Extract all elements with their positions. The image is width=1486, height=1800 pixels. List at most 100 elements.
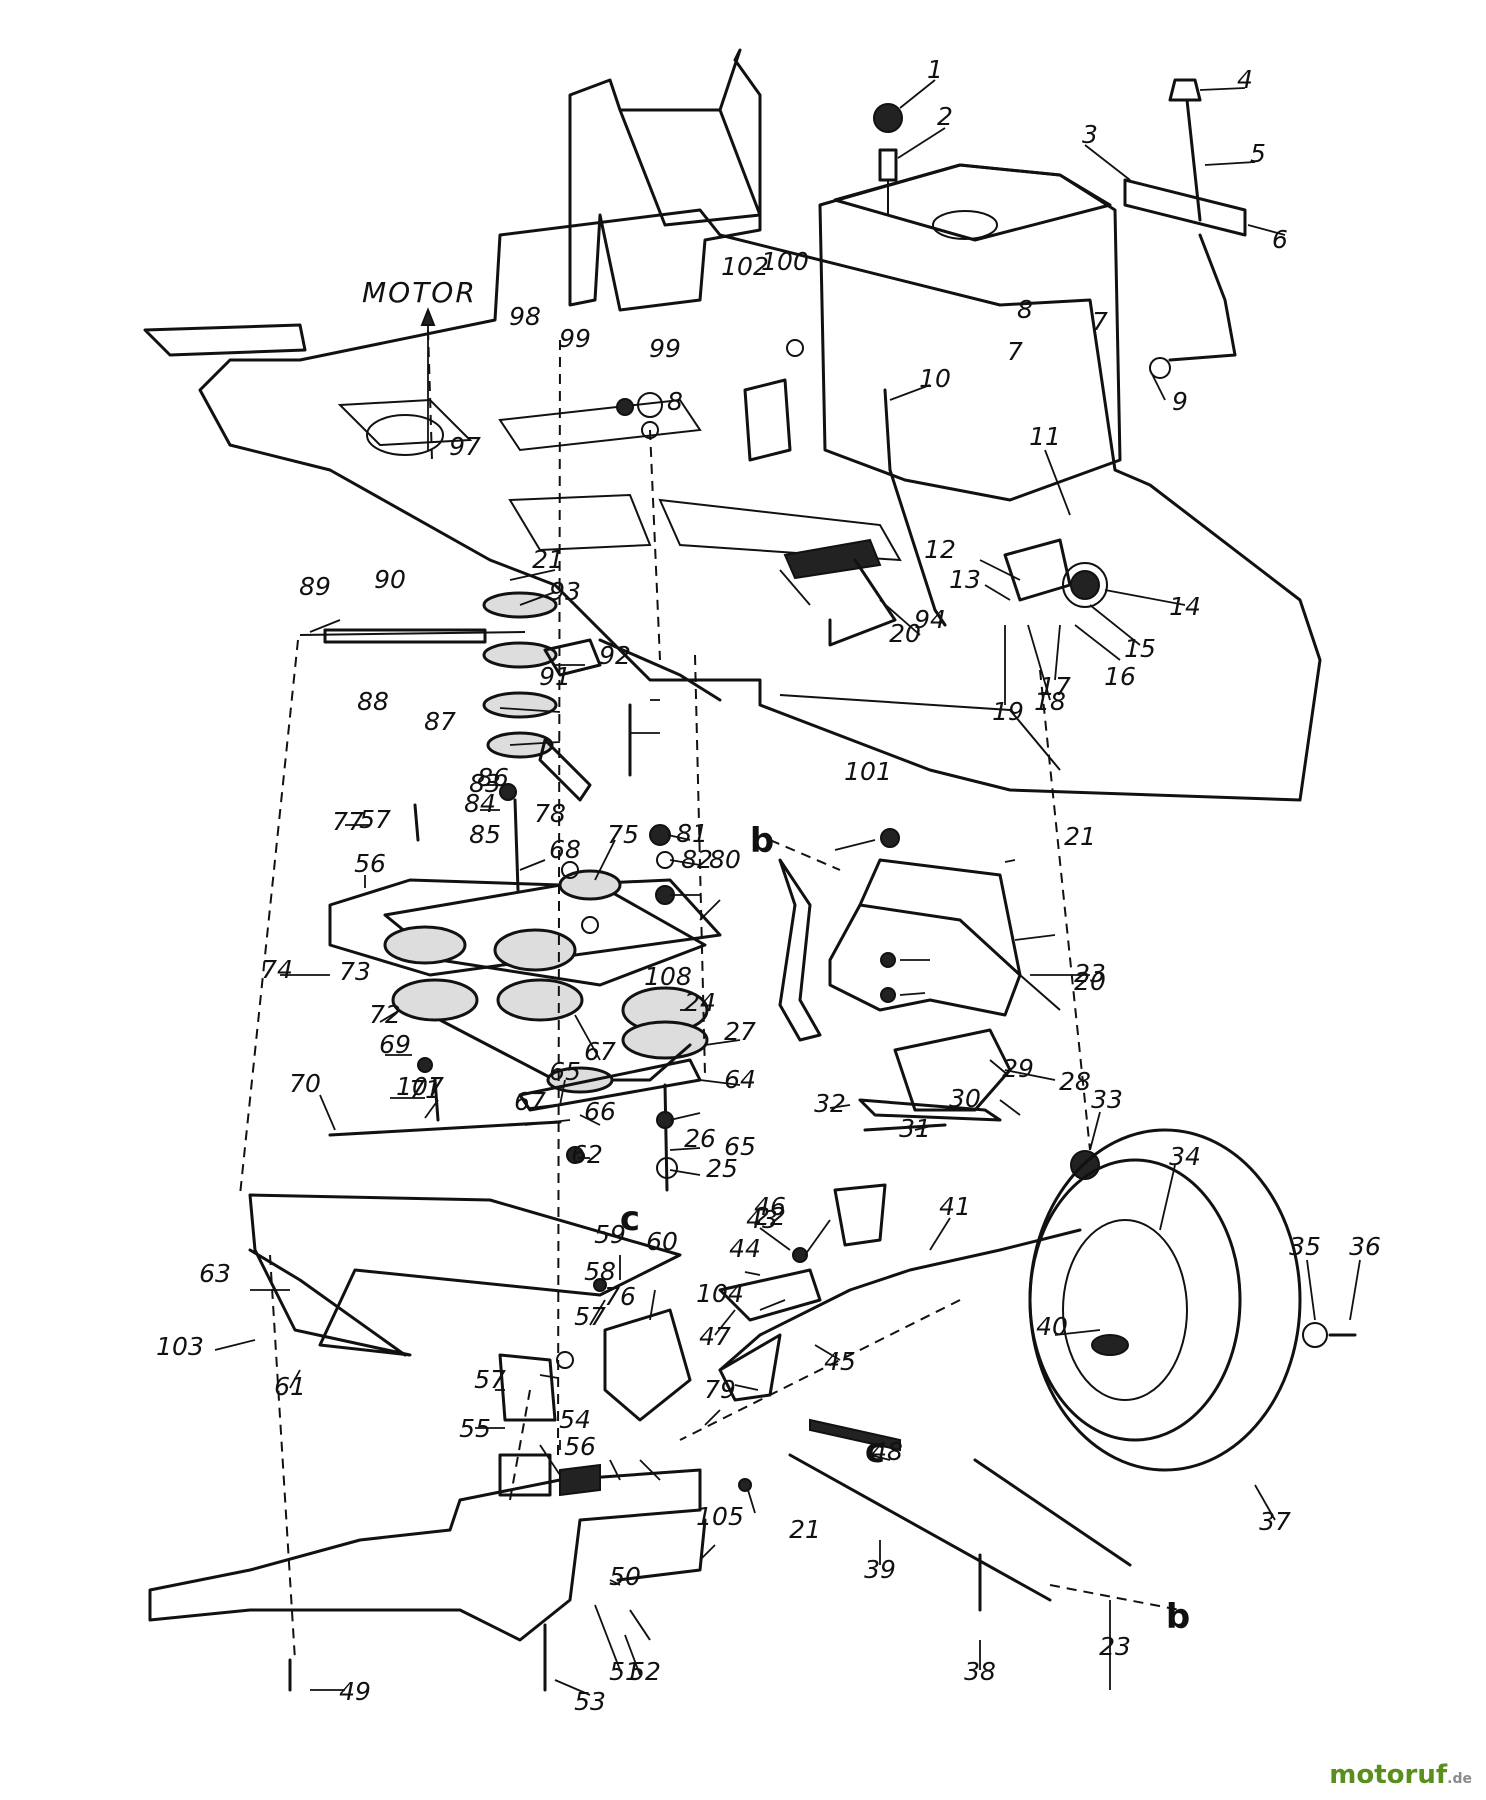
spindle-stack: [566, 1083, 678, 1192]
reference-marker-c: c: [865, 1431, 885, 1471]
motor-direction-arrow: MOTOR: [362, 276, 475, 450]
callout-46: 46: [754, 1192, 786, 1221]
callout-8: 8: [1017, 295, 1033, 324]
callout-103: 103: [156, 1332, 204, 1361]
callout-52: 52: [629, 1657, 661, 1686]
callout-104: 104: [696, 1279, 744, 1308]
callout-63: 63: [199, 1259, 231, 1288]
rod-68: [328, 1120, 562, 1137]
callout-45: 45: [824, 1347, 856, 1376]
chassis-frame: [143, 208, 1322, 802]
callout-59: 59: [594, 1220, 626, 1249]
callout-8: 8: [667, 387, 683, 416]
callout-48: 48: [871, 1437, 903, 1466]
callout-16: 16: [1104, 662, 1136, 691]
callout-39: 39: [864, 1555, 896, 1584]
callout-98: 98: [509, 302, 541, 331]
callout-35: 35: [1289, 1232, 1321, 1261]
callout-47: 47: [699, 1322, 731, 1351]
callout-7: 7: [1007, 337, 1023, 366]
fender-housing: [818, 163, 1122, 502]
reference-marker-c: c: [620, 1199, 640, 1239]
callout-60: 60: [646, 1227, 678, 1256]
callout-49: 49: [339, 1677, 371, 1706]
reference-marker-b: b: [1166, 1597, 1190, 1637]
callout-108: 108: [644, 962, 692, 991]
callout-1: 1: [927, 55, 943, 84]
callout-78: 78: [534, 799, 566, 828]
callout-97: 97: [449, 432, 481, 461]
callout-99: 99: [559, 324, 591, 353]
watermark: motoruf.de: [1329, 1760, 1472, 1790]
callout-65: 65: [549, 1057, 581, 1086]
seat-bracket: [568, 48, 762, 312]
callout-17: 17: [1039, 672, 1071, 701]
callout-26: 26: [684, 1124, 716, 1153]
brake-rod: [883, 388, 1108, 627]
callout-84: 84: [464, 789, 496, 818]
callout-21: 21: [1064, 822, 1096, 851]
callout-55: 55: [459, 1414, 491, 1443]
callout-67: 67: [584, 1037, 616, 1066]
callout-44: 44: [729, 1234, 761, 1263]
callout-10: 10: [919, 364, 951, 393]
callout-12: 12: [924, 535, 956, 564]
callout-53: 53: [574, 1687, 606, 1716]
callout-99: 99: [649, 334, 681, 363]
callout-50: 50: [609, 1562, 641, 1591]
callout-57: 57: [359, 805, 391, 834]
callout-41: 41: [939, 1192, 971, 1221]
callout-33: 33: [1091, 1085, 1123, 1114]
callout-15: 15: [1124, 634, 1156, 663]
callout-56: 56: [354, 849, 386, 878]
callout-81: 81: [676, 819, 708, 848]
callout-65: 65: [724, 1132, 756, 1161]
callout-66: 66: [584, 1097, 616, 1126]
callout-38: 38: [964, 1657, 996, 1686]
callout-72: 72: [369, 1000, 401, 1029]
callout-82: 82: [681, 845, 713, 874]
callout-68: 68: [549, 835, 581, 864]
drive-pedal: [783, 538, 897, 647]
callout-23: 23: [1074, 959, 1106, 988]
callout-36: 36: [1349, 1232, 1381, 1261]
rear-wheel: [1028, 1128, 1357, 1472]
callout-13: 13: [949, 565, 981, 594]
control-bracket: [616, 339, 804, 462]
transaxle: [148, 1351, 752, 1692]
callout-31: 31: [899, 1114, 931, 1143]
callout-79: 79: [704, 1375, 736, 1404]
callout-37: 37: [1259, 1507, 1291, 1536]
callout-88: 88: [357, 687, 389, 716]
callout-24: 24: [684, 988, 716, 1017]
callout-83: 83: [469, 769, 501, 798]
callout-43: 43: [746, 1205, 778, 1234]
callout-21: 21: [789, 1515, 821, 1544]
callout-56: 56: [564, 1432, 596, 1461]
callout-32: 32: [814, 1089, 846, 1118]
callout-67: 67: [514, 1087, 546, 1116]
callout-57: 57: [474, 1365, 506, 1394]
callout-90: 90: [374, 565, 406, 594]
idler-arm-stack: [299, 591, 722, 892]
callout-20: 20: [1074, 967, 1106, 996]
callout-3: 3: [1082, 120, 1098, 149]
callout-23: 23: [1099, 1632, 1131, 1661]
callout-86: 86: [477, 763, 509, 792]
callout-64: 64: [724, 1065, 756, 1094]
pedal-bracket: [778, 828, 1061, 1042]
callout-34: 34: [1169, 1142, 1201, 1171]
callout-87: 87: [424, 707, 456, 736]
callout-101: 101: [844, 757, 892, 786]
callout-75: 75: [607, 820, 639, 849]
callout-62: 62: [571, 1140, 603, 1169]
callout-80: 80: [709, 845, 741, 874]
callout-28: 28: [1059, 1067, 1091, 1096]
callout-25: 25: [706, 1154, 738, 1183]
leader-lines: [214, 79, 1361, 1696]
callout-14: 14: [1169, 592, 1201, 621]
watermark-tld: .de: [1447, 1771, 1472, 1787]
callout-91: 91: [539, 662, 571, 691]
